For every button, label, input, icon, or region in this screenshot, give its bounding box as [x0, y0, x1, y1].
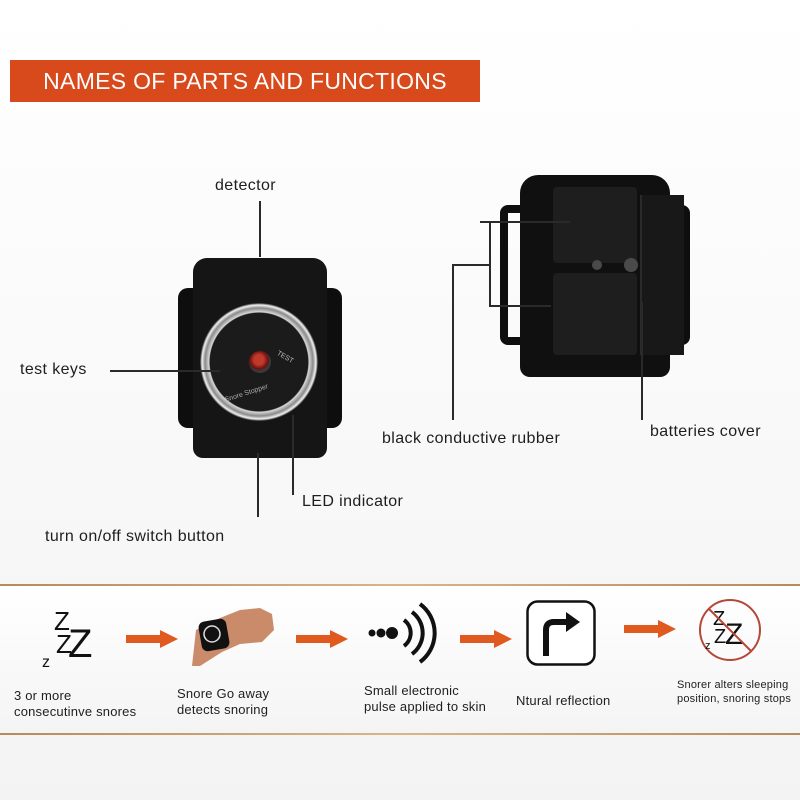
label-led-indicator: LED indicator [302, 493, 404, 510]
leader-line-batteries [641, 302, 643, 420]
svg-text:Z: Z [68, 622, 92, 666]
leader-line-led [292, 415, 294, 495]
label-detector: detector [215, 177, 277, 194]
step-1-caption: 3 or more consecutinve snores [14, 688, 137, 719]
no-snoring-icon: Z Z Z z [699, 599, 761, 661]
flow-top-rule [0, 584, 800, 586]
device-front-view: TEST Snore Stopper [178, 258, 342, 458]
step-5-caption: Snorer alters sleeping position, snoring… [677, 679, 792, 705]
contact-icon [624, 258, 638, 272]
led-indicator-light [249, 351, 271, 373]
label-switch-button: turn on/off switch button [45, 528, 225, 545]
device-back-view [500, 175, 690, 380]
svg-text:Z: Z [714, 626, 726, 648]
leader-line-test-keys [110, 370, 220, 372]
label-batteries-cover: batteries cover [650, 423, 761, 440]
label-test-keys: test keys [20, 361, 87, 378]
svg-text:z: z [705, 640, 711, 652]
arrow-right-icon [460, 630, 512, 648]
title-banner: NAMES OF PARTS AND FUNCTIONS [10, 60, 480, 102]
svg-text:Z: Z [54, 606, 70, 636]
leader-line-detector [259, 201, 261, 257]
leader-line-switch [257, 453, 259, 517]
wristband-photo [192, 608, 274, 666]
leader-line-rubber-down [452, 264, 454, 420]
flow-section [0, 585, 800, 735]
conductive-rubber-pad-top [553, 187, 637, 263]
svg-text:Z: Z [56, 629, 72, 659]
label-conductive-rubber: black conductive rubber [382, 430, 561, 447]
arrow-right-icon [126, 630, 178, 648]
arrow-right-icon [296, 630, 348, 648]
svg-text:z: z [42, 654, 50, 670]
turn-right-sign-icon [526, 600, 596, 666]
leader-line-rubber-bottom [489, 305, 551, 307]
batteries-cover-panel [640, 195, 684, 355]
pulse-signal-icon [368, 602, 437, 664]
page-title: NAMES OF PARTS AND FUNCTIONS [43, 67, 447, 94]
arrow-right-icon [624, 620, 676, 638]
step-3-caption: Small electronic pulse applied to skin [364, 683, 486, 714]
leader-line-rubber-top [480, 221, 570, 223]
conductive-rubber-pad-bottom [553, 273, 637, 355]
leader-line-rubber-join [452, 264, 490, 266]
device-back-body [520, 175, 684, 377]
screw-icon [592, 260, 602, 270]
step-4-caption: Ntural reflection [516, 693, 611, 708]
leader-line-rubber-bracket [489, 221, 491, 306]
flow-bottom-rule [0, 733, 800, 735]
zzz-icon: Z Z Z z [42, 606, 92, 670]
step-2-caption: Snore Go away detects snoring [177, 686, 270, 717]
